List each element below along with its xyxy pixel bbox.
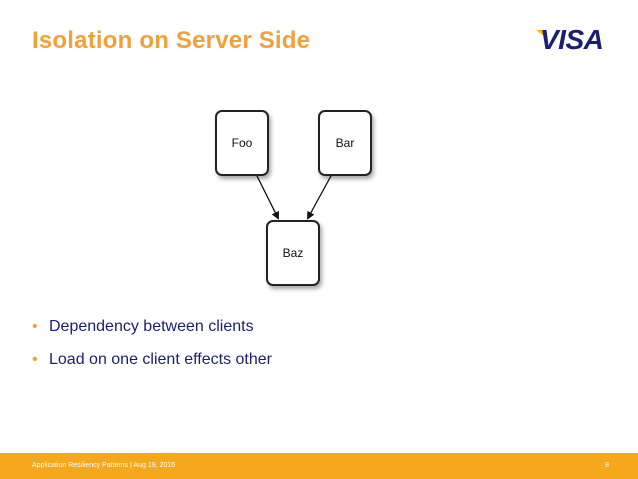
node-baz: Baz: [266, 220, 320, 286]
node-foo: Foo: [215, 110, 269, 176]
bullet-item: • Load on one client effects other: [30, 350, 272, 370]
bullet-text: Load on one client effects other: [49, 351, 272, 368]
visa-logo-flag-icon: [536, 30, 545, 37]
node-bar: Bar: [318, 110, 372, 176]
arrow-foo-to-baz: [255, 173, 279, 220]
page-number: 8: [605, 462, 609, 469]
dependency-diagram: Foo Bar Baz: [200, 100, 390, 300]
bullet-item: • Dependency between clients: [30, 317, 272, 337]
diagram-arrows: [255, 173, 333, 220]
bullet-dot-icon: •: [32, 351, 38, 368]
bullet-list: • Dependency between clients • Load on o…: [30, 317, 272, 383]
bullet-dot-icon: •: [32, 318, 38, 335]
slide-title: Isolation on Server Side: [32, 27, 311, 54]
visa-logo: VISA: [540, 24, 604, 55]
footer-bar: Application Resiliency Patterns | Aug 19…: [0, 453, 638, 479]
bullet-text: Dependency between clients: [49, 318, 254, 335]
arrow-bar-to-baz: [307, 173, 333, 220]
footer-text: Application Resiliency Patterns | Aug 19…: [32, 462, 176, 469]
